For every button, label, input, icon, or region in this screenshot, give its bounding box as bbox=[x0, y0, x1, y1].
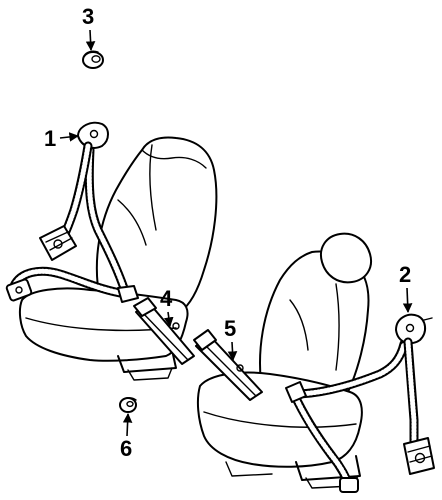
callout-6: 6 bbox=[120, 413, 133, 461]
callout-4: 4 bbox=[160, 286, 174, 327]
item-4-buckle-strap bbox=[133, 297, 195, 365]
callout-5: 5 bbox=[224, 316, 238, 361]
left-latch bbox=[117, 285, 139, 303]
svg-text:1: 1 bbox=[44, 126, 56, 151]
svg-text:2: 2 bbox=[399, 262, 411, 287]
item-2-seat-belt-assembly bbox=[395, 313, 435, 475]
item-6-cap bbox=[119, 397, 137, 413]
item-5-buckle-strap bbox=[193, 329, 263, 401]
callout-1: 1 bbox=[44, 126, 79, 151]
item-1-seat-belt-assembly bbox=[39, 121, 109, 261]
svg-text:4: 4 bbox=[160, 286, 173, 311]
right-seat bbox=[196, 232, 409, 493]
left-anchor-plate bbox=[5, 278, 33, 302]
item-3-cap bbox=[82, 50, 104, 69]
svg-text:6: 6 bbox=[120, 436, 132, 461]
retractor-1 bbox=[39, 225, 77, 261]
svg-text:3: 3 bbox=[82, 4, 94, 29]
callout-3: 3 bbox=[82, 4, 96, 51]
right-seat-headrest bbox=[320, 232, 372, 284]
left-seat-back bbox=[95, 136, 218, 313]
upper-anchor-1 bbox=[77, 121, 109, 149]
svg-text:5: 5 bbox=[224, 316, 236, 341]
right-anchor-plate bbox=[339, 477, 359, 493]
callout-2: 2 bbox=[399, 262, 413, 313]
